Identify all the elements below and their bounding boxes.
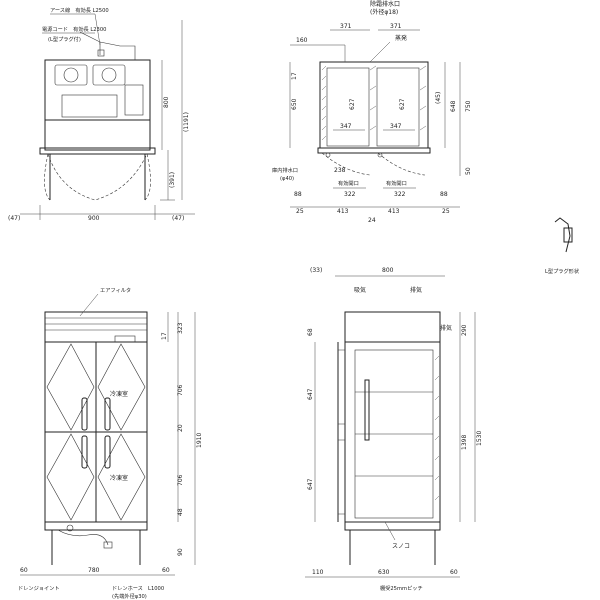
plan-drain-label: 除霜排水口 — [370, 0, 400, 8]
side-dim-647a: 647 — [307, 388, 314, 400]
front-dim-17: 17 — [161, 332, 168, 340]
plan-drain-sub: (外径φ18) — [370, 8, 398, 16]
plan-dim-371a: 371 — [340, 23, 352, 30]
front-dim-48: 48 — [177, 508, 184, 516]
drain-hose-sub: (先端外径φ30) — [112, 592, 147, 600]
plan-dim-627a: 627 — [349, 98, 356, 110]
plan-dim-45: (45) — [435, 92, 442, 104]
dim-1191-label: (1191) — [183, 112, 190, 132]
plug-note-label: (L型プラグ付) — [48, 35, 81, 43]
front-dim-60a: 60 — [20, 567, 28, 574]
plan-eff-open-a: 有効開口 — [338, 179, 359, 187]
intake-label: 吸気 — [354, 286, 366, 294]
exhaust-top-label: 排気 — [410, 286, 422, 294]
side-dim-68: 68 — [307, 328, 314, 336]
side-view: (33) 800 吸気 排気 排気 68 647 647 290 1398 15… — [305, 267, 483, 592]
plan-dim-238: 238 — [334, 167, 346, 174]
plan-dim-650: 650 — [291, 98, 298, 110]
plan-dim-50: 50 — [465, 167, 472, 175]
exhaust-side-label: 排気 — [440, 324, 452, 332]
earth-wire-label: アース線 有効長 L2500 — [50, 6, 109, 14]
dim-900-label: 900 — [88, 215, 100, 222]
front-dim-1910: 1910 — [196, 433, 203, 448]
plan-view: 除霜排水口 (外径φ18) 371 371 蒸発 160 17 650 627 … — [272, 0, 472, 224]
sunoko-label: スノコ — [392, 543, 410, 550]
front-view: 冷凍室 冷凍室 エアフィルタ 17 323 706 20 706 48 90 1… — [18, 286, 203, 600]
front-dim-780: 780 — [88, 567, 100, 574]
plan-dim-17: 17 — [291, 72, 298, 80]
dim-800-label: 800 — [163, 96, 170, 108]
plug-shape-label: L型プラグ形状 — [545, 267, 580, 275]
plan-dim-88a: 88 — [294, 191, 302, 198]
plan-eff-open-b: 有効開口 — [386, 179, 407, 187]
dim-47-left-label: (47) — [8, 215, 20, 222]
shelf-pitch-label: 棚受25mmピッチ — [380, 584, 423, 592]
side-dim-647b: 647 — [307, 478, 314, 490]
plan-dim-347b: 347 — [390, 123, 402, 130]
filter-label: エアフィルタ — [100, 286, 131, 294]
plan-dim-322b: 322 — [394, 191, 406, 198]
drain-hose-label: ドレンホース L1000 — [112, 585, 164, 592]
power-cord-label: 電源コード 有効長 L2300 — [42, 25, 106, 33]
plan-dim-750: 750 — [465, 100, 472, 112]
drain-joint-label: ドレンジョイント — [18, 586, 60, 592]
side-dim-800: 800 — [382, 267, 394, 274]
plan-dim-627b: 627 — [399, 98, 406, 110]
plan-inner-drain-sub: (φ40) — [280, 176, 294, 182]
plan-cap-label: 蒸発 — [395, 34, 407, 42]
side-dim-290: 290 — [461, 324, 468, 336]
room-lower-label: 冷凍室 — [110, 474, 128, 482]
plan-dim-25b: 25 — [442, 208, 450, 215]
front-dim-90: 90 — [177, 548, 184, 556]
plan-dim-322a: 322 — [344, 191, 356, 198]
plan-dim-413a: 413 — [337, 208, 349, 215]
front-dim-60b: 60 — [162, 567, 170, 574]
dim-47-right-label: (47) — [172, 215, 184, 222]
plan-dim-413b: 413 — [388, 208, 400, 215]
plan-dim-347a: 347 — [340, 123, 352, 130]
front-dim-706a: 706 — [177, 384, 184, 396]
dim-391-label: (391) — [169, 172, 176, 188]
side-dim-33: (33) — [310, 267, 322, 274]
plan-dim-25a: 25 — [296, 208, 304, 215]
room-upper-label: 冷凍室 — [110, 390, 128, 398]
front-dim-323: 323 — [177, 322, 184, 334]
side-dim-630: 630 — [378, 569, 390, 576]
side-dim-1398: 1398 — [461, 435, 468, 450]
side-dim-110: 110 — [312, 569, 324, 576]
front-top-view: アース線 有効長 L2500 電源コード 有効長 L2300 (L型プラグ付) … — [8, 6, 195, 222]
plan-dim-88b: 88 — [440, 191, 448, 198]
front-dim-706b: 706 — [177, 474, 184, 486]
side-dim-60: 60 — [450, 569, 458, 576]
plan-dim-371b: 371 — [390, 23, 402, 30]
plan-dim-648: 648 — [450, 100, 457, 112]
front-dim-20: 20 — [177, 424, 184, 432]
plan-dim-24: 24 — [368, 217, 376, 224]
plan-dim-160: 160 — [296, 37, 308, 44]
side-dim-1530: 1530 — [476, 431, 483, 446]
plug-detail: L型プラグ形状 — [545, 217, 580, 275]
plan-inner-drain: 庫内排水口 — [272, 166, 298, 174]
